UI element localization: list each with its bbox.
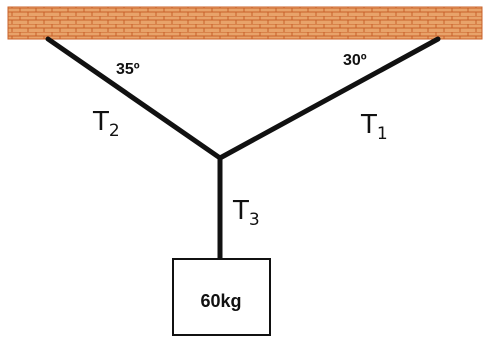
tension-t2-subscript: 2: [109, 121, 120, 141]
tension-t1-subscript: 1: [377, 124, 388, 144]
tension-t3-label: T3: [232, 196, 260, 230]
tension-t1-label: T1: [360, 110, 388, 144]
ceiling-wall: [7, 6, 483, 40]
mass-block-label: 60kg: [200, 291, 241, 311]
tension-t1-letter: T: [360, 110, 377, 140]
tension-t3-letter: T: [232, 196, 249, 226]
tension-t2-letter: T: [92, 107, 109, 137]
rope-t1: [217, 36, 441, 161]
tension-t2-label: T2: [92, 107, 120, 141]
tension-t3-subscript: 3: [249, 210, 260, 230]
angle-left-label: 35º: [116, 61, 140, 78]
angle-right-label: 30º: [343, 52, 367, 69]
mass-block: [172, 258, 271, 336]
rope-t2: [45, 36, 223, 161]
